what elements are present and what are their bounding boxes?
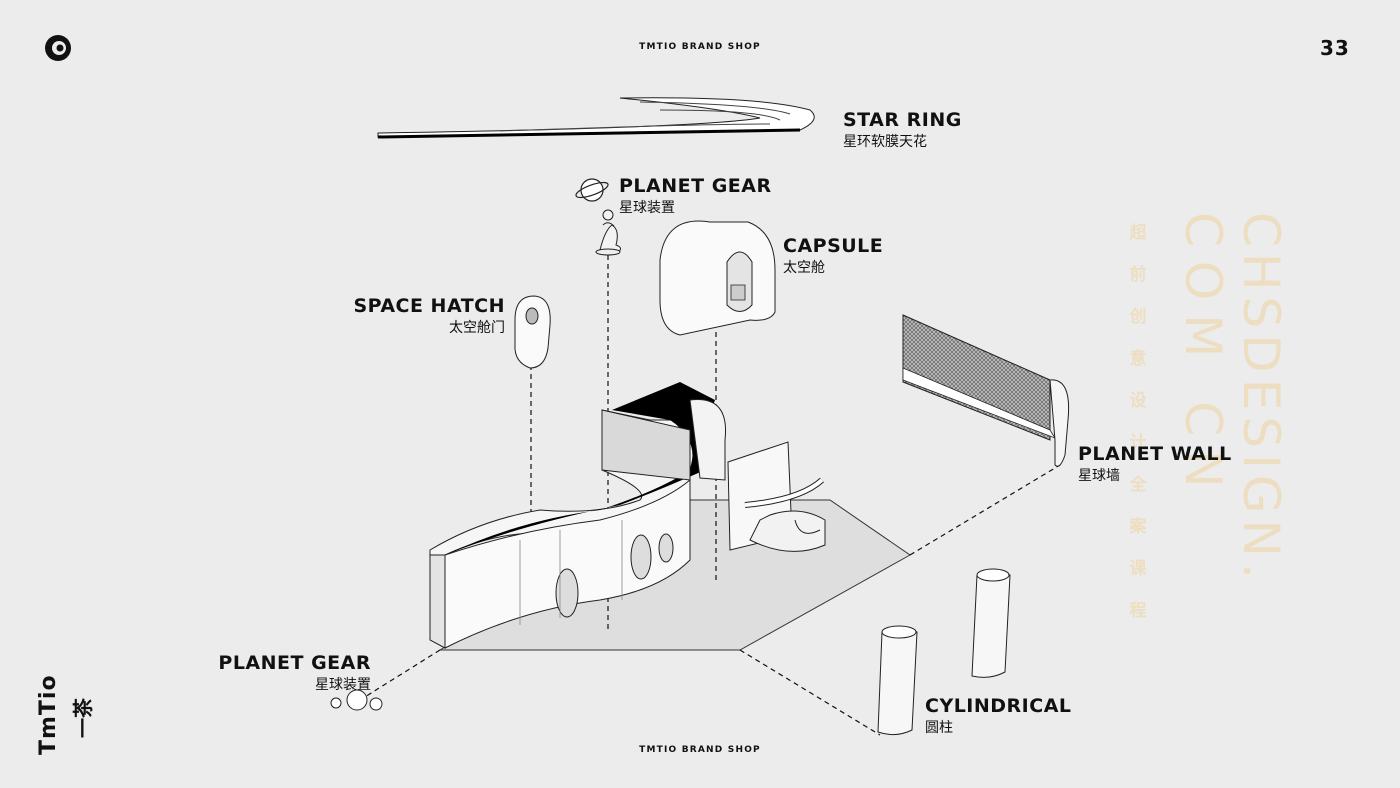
label-planet-wall: PLANET WALL 星球墙 <box>1078 443 1232 484</box>
side-logo: TmTio <box>36 674 61 755</box>
label-planet-gear-bottom-en: PLANET GEAR <box>218 652 371 674</box>
header-brand: TMTIO BRAND SHOP <box>639 42 761 52</box>
guide-lines <box>359 255 1061 736</box>
partition-and-booth <box>727 441 826 552</box>
label-cylindrical-en: CYLINDRICAL <box>925 695 1072 717</box>
counter-wall <box>429 382 727 649</box>
watermark-cn: 超 前 创 意 设 计 全 案 课 程 <box>1108 212 1168 632</box>
star-ring-ceiling <box>377 97 815 139</box>
label-planet-gear-top: PLANET GEAR 星球装置 <box>619 175 772 216</box>
capsule-model <box>659 220 776 336</box>
planet-wall-mesh <box>902 314 1070 467</box>
watermark-char: 程 <box>1129 601 1147 621</box>
watermark-char: 前 <box>1129 265 1147 285</box>
planet-gear-figure <box>595 209 622 256</box>
watermark-char: 全 <box>1129 475 1147 495</box>
cylinder-right <box>971 568 1011 678</box>
watermark-en-line1: CHSDESIGN. <box>1232 212 1290 585</box>
watermark-char: 案 <box>1129 517 1147 537</box>
watermark-char: 设 <box>1129 391 1147 411</box>
planet-icon <box>574 172 610 208</box>
watermark-char: 超 <box>1129 223 1147 243</box>
label-cylindrical: CYLINDRICAL 圆柱 <box>925 695 1072 736</box>
watermark-char: 创 <box>1129 307 1147 327</box>
label-star-ring: STAR RING 星环软膜天花 <box>843 109 962 150</box>
label-space-hatch: SPACE HATCH 太空舱门 <box>330 295 505 336</box>
label-planet-gear-top-en: PLANET GEAR <box>619 175 772 197</box>
watermark-char: 计 <box>1129 433 1147 453</box>
cylinder-left <box>877 625 918 736</box>
label-space-hatch-en: SPACE HATCH <box>353 295 505 317</box>
label-planet-gear-top-cn: 星球装置 <box>619 200 675 216</box>
footer-brand: TMTIO BRAND SHOP <box>639 745 761 755</box>
logo-ring-icon <box>43 33 73 63</box>
space-hatch-model <box>514 295 551 369</box>
side-logo-cn: 一茶 <box>63 698 103 738</box>
page-number: 33 <box>1320 36 1350 60</box>
side-logo-latin: TmTio <box>36 674 61 755</box>
label-planet-gear-bottom-cn: 星球装置 <box>315 677 371 693</box>
planet-gear-circles <box>330 689 383 711</box>
label-cylindrical-cn: 圆柱 <box>925 720 953 736</box>
side-logo-cn-text: 一茶 <box>71 698 95 738</box>
label-star-ring-en: STAR RING <box>843 109 962 131</box>
label-space-hatch-cn: 太空舱门 <box>449 320 505 336</box>
label-star-ring-cn: 星环软膜天花 <box>843 134 927 150</box>
watermark-char: 意 <box>1129 349 1147 369</box>
label-planet-wall-en: PLANET WALL <box>1078 443 1232 465</box>
label-planet-wall-cn: 星球墙 <box>1078 468 1120 484</box>
label-capsule-cn: 太空舱 <box>783 260 825 276</box>
label-capsule-en: CAPSULE <box>783 235 884 257</box>
watermark-char: 课 <box>1129 559 1147 579</box>
label-planet-gear-bottom: PLANET GEAR 星球装置 <box>200 652 371 693</box>
label-capsule: CAPSULE 太空舱 <box>783 235 884 276</box>
